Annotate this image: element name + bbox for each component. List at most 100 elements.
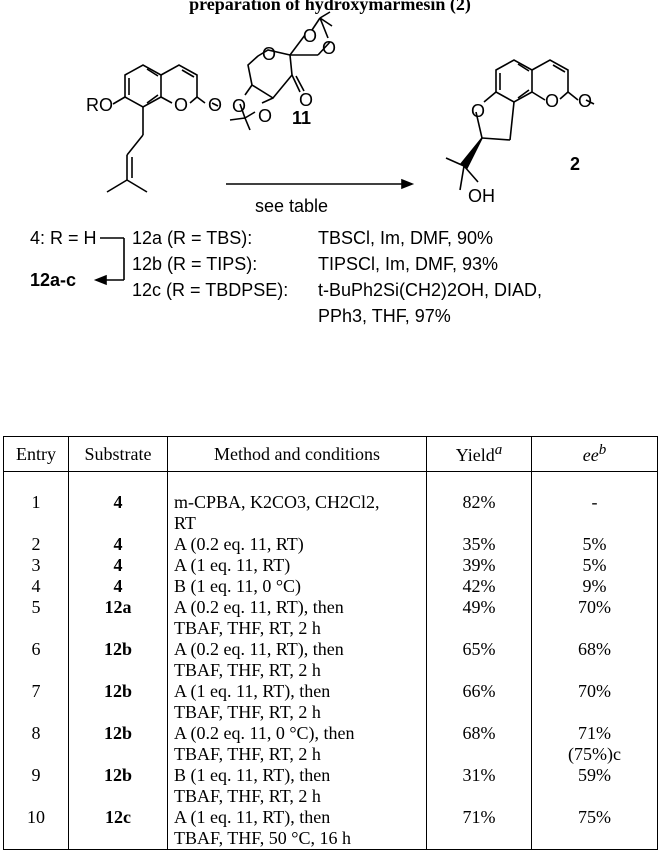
method-cell: A (0.2 eq. 11, RT) (167, 534, 427, 555)
substrate-cell: 12b (68, 681, 168, 723)
ee-value: 70% (578, 681, 611, 701)
reaction-arrow (226, 178, 415, 190)
ee-value: 71% (578, 723, 611, 743)
ee-cell: 70% (531, 681, 658, 723)
catalyst-oxygen-6: O (258, 106, 273, 126)
substrate-cell: 12c (68, 807, 168, 850)
derivative-12a-conditions: TBSCl, Im, DMF, 90% (318, 228, 494, 248)
results-table: Entry Substrate Method and conditions Yi… (3, 436, 658, 850)
substrate-cell: 4 (68, 492, 168, 534)
ee-cell: 59% (531, 765, 658, 807)
method-line-2: TBAF, THF, RT, 2 h (174, 702, 321, 722)
ee-cell: - (531, 492, 658, 534)
yield-cell: 31% (426, 765, 532, 807)
product-ring-oxygen: O (545, 91, 560, 111)
entry-cell: 2 (3, 534, 69, 555)
substrate-cell: 4 (68, 555, 168, 576)
starting-material-structure (106, 64, 219, 193)
ee-value: 5% (582, 555, 607, 575)
entry-cell: 9 (3, 765, 69, 807)
start-ring-oxygen: O (174, 95, 189, 115)
method-line-1: A (1 eq. 11, RT), then (174, 681, 331, 701)
catalyst-oxygen-2: O (322, 38, 337, 58)
derivative-12a-label: 12a (R = TBS): (132, 228, 253, 248)
ee-value: 75% (578, 807, 611, 827)
table-header-row: Entry Substrate Method and conditions Yi… (3, 436, 658, 472)
start-ro-label: RO (86, 95, 113, 115)
method-line-2: TBAF, THF, RT, 2 h (174, 786, 321, 806)
method-line-1: A (0.2 eq. 11, RT), then (174, 639, 344, 659)
catalyst-oxygen-3: O (262, 44, 277, 64)
method-cell: m-CPBA, K2CO3, CH2Cl2,RT (167, 492, 427, 534)
method-line-2: TBAF, THF, RT, 2 h (174, 618, 321, 638)
substrate-cell: 12b (68, 765, 168, 807)
derivatization-bracket (93, 237, 125, 286)
ee-value: 9% (582, 576, 607, 596)
ee-value: 59% (578, 765, 611, 785)
yield-cell: 42% (426, 576, 532, 597)
entry-cell: 7 (3, 681, 69, 723)
derivative-12b-label: 12b (R = TIPS): (132, 254, 258, 274)
header-yield: Yielda (426, 436, 532, 472)
yield-cell: 66% (426, 681, 532, 723)
catalyst-structure (229, 11, 333, 131)
ee-cell: 5% (531, 555, 658, 576)
method-line-1: A (1 eq. 11, RT), then (174, 807, 331, 827)
yield-cell: 68% (426, 723, 532, 765)
method-line-2: RT (174, 513, 196, 533)
entry-cell: 5 (3, 597, 69, 639)
substrate-cell: 4 (68, 576, 168, 597)
substrate-cell: 12b (68, 723, 168, 765)
yield-cell: 65% (426, 639, 532, 681)
method-line-1: A (0.2 eq. 11, RT) (174, 534, 304, 554)
entry-cell: 6 (3, 639, 69, 681)
derivative-12c-label: 12c (R = TBDPSE): (132, 280, 289, 300)
table-spacer-row (3, 471, 658, 492)
catalyst-compound-number: 11 (292, 108, 312, 128)
ee-value: 68% (578, 639, 611, 659)
method-cell: B (1 eq. 11, 0 °C) (167, 576, 427, 597)
arrow-label: see table (255, 196, 329, 216)
ee-cell: 5% (531, 534, 658, 555)
product-compound-number: 2 (570, 154, 581, 174)
ee-value: 5% (582, 534, 607, 554)
entry-cell: 3 (3, 555, 69, 576)
method-line-2: TBAF, THF, 50 °C, 16 h (174, 828, 352, 848)
starting-compound-label: 4: R = H (30, 228, 97, 248)
ee-note: (75%)c (568, 744, 621, 764)
yield-cell: 35% (426, 534, 532, 555)
product-furan-oxygen: O (471, 101, 486, 121)
ee-cell: 75% (531, 807, 658, 850)
entry-cell: 10 (3, 807, 69, 850)
catalyst-ketone-oxygen: O (299, 90, 314, 110)
method-line-2: TBAF, THF, RT, 2 h (174, 660, 321, 680)
reaction-scheme (93, 11, 595, 286)
ee-cell: 70% (531, 597, 658, 639)
header-ee: eeb (531, 436, 658, 472)
method-line-1: B (1 eq. 11, 0 °C) (174, 576, 302, 596)
product-carbonyl-oxygen: O (578, 91, 593, 111)
header-entry: Entry (3, 436, 69, 472)
yield-cell: 82% (426, 492, 532, 534)
yield-cell: 39% (426, 555, 532, 576)
start-carbonyl-oxygen: O (208, 95, 223, 115)
yield-cell: 49% (426, 597, 532, 639)
catalyst-oxygen-1: O (303, 26, 318, 46)
header-substrate: Substrate (68, 436, 168, 472)
scheme-title: preparation of hydroxymarmesin (2) (189, 0, 471, 14)
entry-cell: 8 (3, 723, 69, 765)
